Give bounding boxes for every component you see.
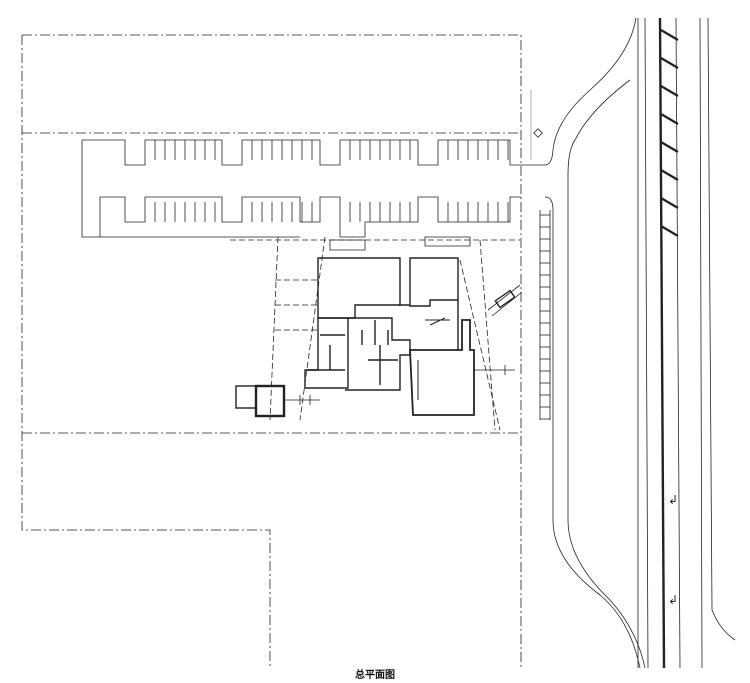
hatch-stripe <box>660 113 679 125</box>
marker-diamond <box>533 128 543 138</box>
hatch-stripe <box>660 141 679 153</box>
hatch-stripe <box>660 57 679 69</box>
hatch-stripe <box>660 169 679 181</box>
parking-lot <box>81 139 521 238</box>
site-paths <box>230 236 520 431</box>
parking-stalls <box>154 140 509 222</box>
road-hatching <box>660 29 679 237</box>
building-plan <box>235 236 523 418</box>
side-parking <box>539 210 551 420</box>
arrow-marking: ↲ <box>668 593 678 607</box>
property-boundary <box>21 34 522 668</box>
hatch-stripe <box>660 29 679 41</box>
arrow-marking: ↲ <box>668 493 678 507</box>
hatch-stripe <box>660 197 679 209</box>
road: ↲ ↲ <box>521 17 736 669</box>
drawing-caption: 总平面图 <box>355 670 395 681</box>
hatch-stripe <box>660 85 679 97</box>
hatch-stripe <box>660 225 679 237</box>
